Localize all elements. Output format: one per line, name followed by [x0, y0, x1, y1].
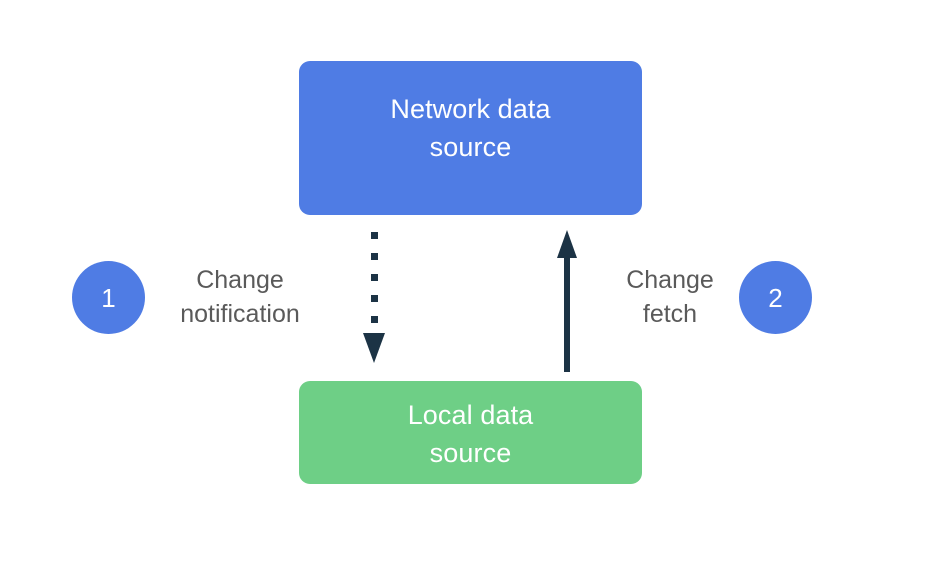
- node-network-data-source-label-line2: source: [429, 132, 512, 162]
- node-local-data-source-label: Local data source: [408, 396, 534, 472]
- dotted-edge-dot: [371, 316, 378, 323]
- arrow-down-icon: [363, 333, 385, 363]
- step-label-change-fetch: Change fetch: [580, 263, 760, 331]
- solid-edge-shaft: [564, 256, 570, 372]
- dotted-edge-dot: [371, 232, 378, 239]
- dotted-edge-dot: [371, 253, 378, 260]
- step-label-change-notification-line1: Change: [196, 266, 284, 294]
- step-label-change-fetch-line2: fetch: [642, 300, 698, 328]
- step-badge-1-number: 1: [101, 282, 116, 313]
- step-badge-2[interactable]: 2: [739, 261, 812, 334]
- node-network-data-source-label: Network data source: [390, 90, 550, 166]
- dotted-edge-dot: [371, 295, 378, 302]
- node-network-data-source[interactable]: Network data source: [299, 61, 642, 215]
- node-local-data-source[interactable]: Local data source: [299, 381, 642, 484]
- step-badge-1[interactable]: 1: [72, 261, 145, 334]
- arrow-up-icon: [557, 230, 577, 258]
- step-label-change-notification: Change notification: [150, 263, 330, 331]
- node-network-data-source-label-line1: Network data: [390, 94, 551, 124]
- dotted-edge-dot: [371, 274, 378, 281]
- step-label-change-notification-line2: notification: [180, 300, 300, 328]
- step-badge-2-number: 2: [768, 282, 783, 313]
- node-local-data-source-label-line1: Local data: [407, 399, 534, 430]
- node-local-data-source-label-line2: source: [429, 437, 512, 468]
- step-label-change-fetch-line1: Change: [626, 266, 714, 294]
